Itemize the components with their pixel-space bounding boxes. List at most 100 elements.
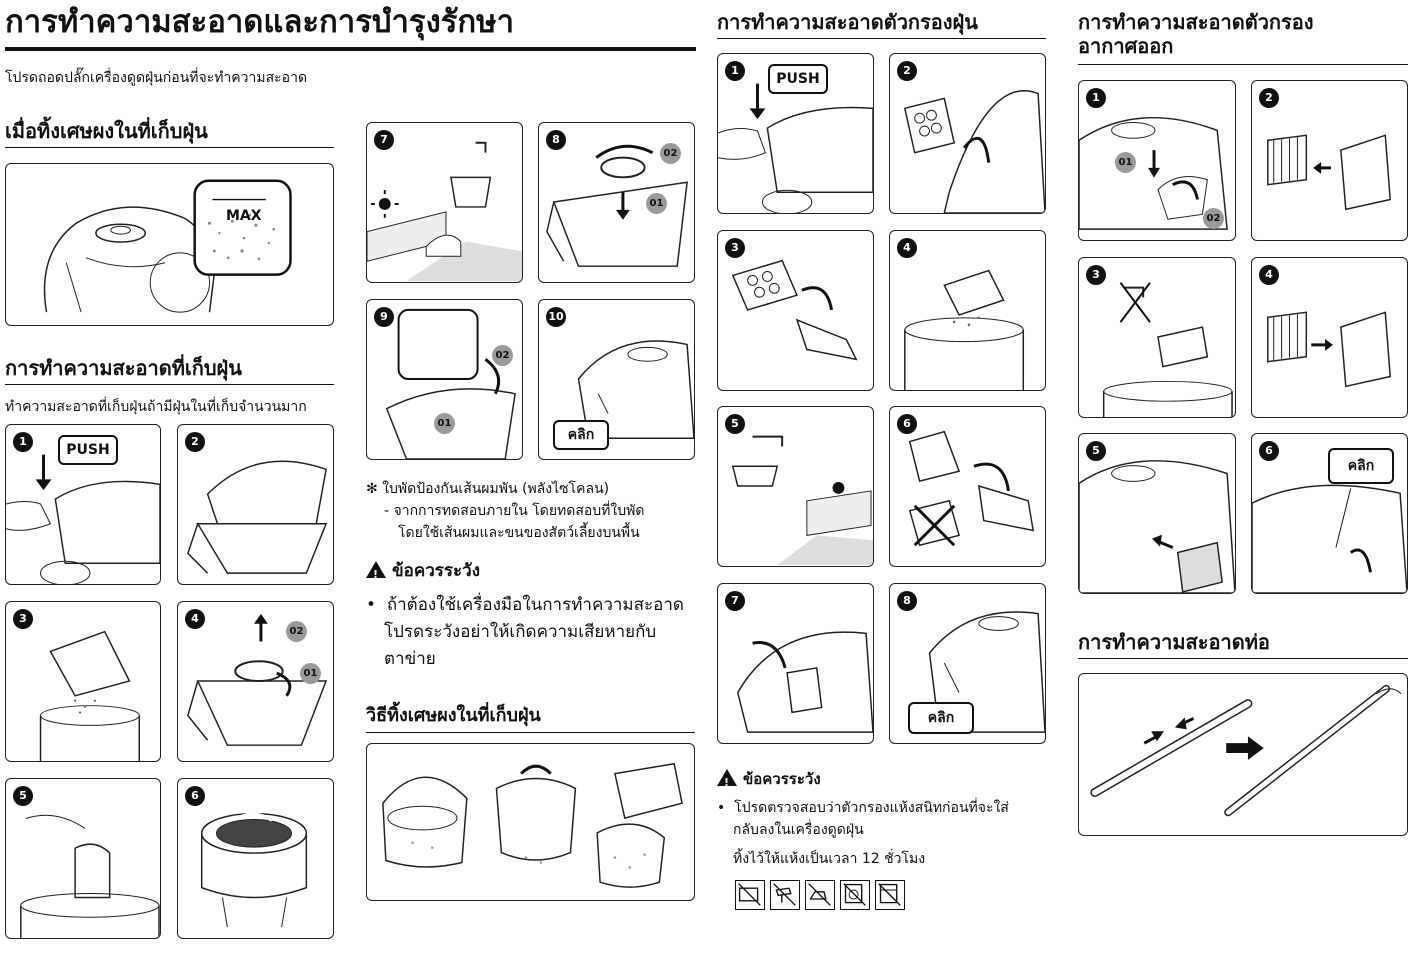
bin-step-panel: 2: [177, 424, 334, 585]
exhaust-cover-insert-drawing: [1079, 460, 1235, 593]
no-dishwasher-icon: [875, 880, 905, 910]
pipe-illustration: [1078, 673, 1408, 836]
step-number: 5: [13, 786, 33, 806]
step-number: 6: [185, 786, 205, 806]
badge-01: 01: [300, 663, 321, 684]
no-hair-dryer-icon: [770, 880, 800, 910]
bin-step-panel: 10 คลิก: [538, 299, 695, 460]
section-pipe-rule: [1078, 658, 1408, 659]
fan-note: ✻ ใบพัดป้องกันเส้นผมพัน (พลังไซโคลน) - จ…: [366, 478, 644, 544]
section-exhaust-rule: [1078, 64, 1408, 65]
step-number: 8: [546, 130, 566, 150]
page-title: การทำความสะอาดและการบำรุงรักษา: [5, 4, 514, 40]
section-pipe-heading: การทำความสะอาดท่อ: [1078, 630, 1270, 654]
badge-02: 02: [492, 345, 513, 366]
exhaust-click-drawing: [1252, 484, 1407, 593]
bin-step-panel: 6: [177, 778, 334, 939]
filter-tap-drawing: [904, 269, 1025, 390]
filter-step-panel: 2: [889, 53, 1046, 214]
filter-step-panel: 3: [717, 230, 874, 391]
caution-heading-1: ข้อควรระวัง: [366, 559, 480, 587]
vacuum-full-drawing: [43, 179, 292, 313]
bin-reattach-drawing: [577, 340, 694, 439]
step-number: 8: [897, 591, 917, 611]
fan-note-line1: - จากการทดสอบภายใน โดยทดสอบที่ใบพัด: [384, 503, 645, 519]
push-label: PUSH: [58, 435, 118, 465]
exhaust-step-panel: 3: [1078, 257, 1236, 418]
section-exhaust-heading-line2: อากาศออก: [1078, 34, 1174, 58]
cyclone-tap-drawing: [20, 814, 160, 938]
exhaust-step-panel: 1 01 02: [1078, 80, 1236, 241]
bin-step-panel: 5: [5, 778, 161, 939]
pipe-extend-drawing: [1090, 684, 1402, 817]
caution-bullet-2: • โปรดตรวจสอบว่าตัวกรองแห้งสนิทก่อนที่จะ…: [717, 800, 1009, 838]
exhaust-tap-drawing: [1102, 282, 1233, 417]
bin-step-panel: 9 02 01: [366, 299, 523, 460]
step-number: 3: [13, 609, 33, 629]
step-number: 7: [374, 130, 394, 150]
bin-lifted-drawing: [187, 460, 328, 574]
step-number: 4: [185, 609, 205, 629]
bin-step-panel: 8 02 01: [538, 122, 695, 283]
section-filter-heading: การทำความสะอาดตัวกรองฝุ่น: [717, 10, 978, 34]
click-label: คลิก: [908, 702, 974, 734]
step-number: 1: [725, 61, 745, 81]
exhaust-open-drawing: [1079, 117, 1228, 230]
caution-heading-2: ข้อควรระวัง: [717, 767, 821, 795]
no-microwave-icon: [735, 880, 765, 910]
badge-02: 02: [660, 143, 681, 164]
section-exhaust-heading: การทำความสะอาดตัวกรอง อากาศออก: [1078, 10, 1408, 58]
step-number: 3: [725, 238, 745, 258]
section-bin-subtext: ทำความสะอาดที่เก็บฝุ่นถ้ามีฝุ่นในที่เก็บ…: [5, 399, 307, 415]
wash-dry-drawing: [367, 141, 522, 281]
step-number: 10: [546, 307, 566, 327]
filter-step-panel: 4: [889, 230, 1046, 391]
filter-reassemble-drawing: [908, 430, 1035, 547]
step-number: 6: [1259, 441, 1279, 461]
section-exhaust-heading-line1: การทำความสะอาดตัวกรอง: [1078, 10, 1314, 34]
click-label: คลิก: [1328, 448, 1394, 484]
section-dispose-heading: วิธีทิ้งเศษผงในที่เก็บฝุ่น: [366, 705, 541, 726]
filter-pull-drawing: [903, 89, 1045, 213]
step-number: 9: [374, 307, 394, 327]
exhaust-step-panel: 5: [1078, 433, 1236, 594]
step-number: 6: [897, 414, 917, 434]
section-full-heading: เมื่อทิ้งเศษผงในที่เก็บฝุ่น: [5, 119, 208, 143]
exhaust-step-panel: 6 คลิก: [1251, 433, 1408, 594]
cyclone-remove-drawing: [187, 613, 328, 746]
exhaust-step-panel: 4: [1251, 257, 1408, 418]
step-number: 1: [13, 432, 33, 452]
section-filter-rule: [717, 38, 1046, 39]
step-number: 5: [725, 414, 745, 434]
badge-01: 01: [1115, 152, 1136, 173]
bin-step-panel: 7: [366, 122, 523, 283]
filter-step-panel: 1 PUSH: [717, 53, 874, 214]
step-number: 1: [1086, 88, 1106, 108]
filter-step-panel: 6: [889, 406, 1046, 567]
step-number: 2: [897, 61, 917, 81]
filter-insert-drawing: [736, 631, 873, 733]
exhaust-filter-remove-drawing: [1267, 134, 1392, 211]
fan-note-line2: โดยใช้เส้นผมและขนของสัตว์เลี้ยงบนพื้น: [398, 525, 640, 541]
filter-separate-drawing: [731, 259, 858, 361]
dry-note: ทิ้งไว้ให้แห้งเป็นเวลา 12 ชั่วโมง: [733, 851, 926, 867]
filter-release-drawing: [718, 83, 873, 213]
bin-release-drawing: [6, 454, 160, 584]
badge-01: 01: [434, 413, 455, 434]
section-bin-rule: [5, 384, 334, 385]
caution-bullet-1: • ถ้าต้องใช้เครื่องมือในการทำความสะอาด โ…: [366, 595, 684, 669]
warning-icon: [717, 769, 737, 795]
step-number: 5: [1086, 441, 1106, 461]
bin-step-panel: 3: [5, 601, 161, 762]
section-dispose-rule: [366, 732, 695, 733]
max-label: MAX: [226, 208, 262, 224]
filter-wash-drawing: [731, 435, 873, 565]
lid-close-drawing: [385, 308, 516, 459]
filter-step-panel: 5: [717, 406, 874, 567]
title-rule: [5, 47, 696, 51]
step-number: 2: [185, 432, 205, 452]
section-bin-heading: การทำความสะอาดที่เก็บฝุ่น: [5, 356, 242, 380]
no-washing-machine-icon: [840, 880, 870, 910]
filter-close-drawing: [928, 611, 1045, 733]
badge-01: 01: [646, 193, 667, 214]
